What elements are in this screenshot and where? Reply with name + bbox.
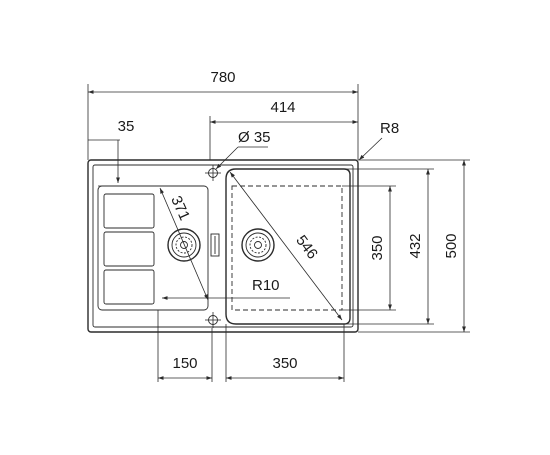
sink-inner-outline — [92, 164, 354, 328]
dim-inner-radius: R10 — [252, 277, 280, 294]
dim-total-width: 780 — [210, 69, 235, 86]
dim-bowl-depth: 350 — [369, 235, 386, 260]
sink-outline — [87, 159, 359, 333]
dim-drainer-diagonal: 371 — [167, 193, 193, 223]
dim-line-371 — [159, 187, 209, 301]
dim-hole-diameter: Ø 35 — [238, 129, 271, 146]
dim-bowl-width: 350 — [272, 355, 297, 372]
tap-hole-top — [205, 165, 221, 181]
dim-line-r8 — [358, 137, 383, 161]
bowl-waste-icon — [241, 228, 275, 262]
drainer-rib-1 — [103, 193, 155, 229]
dim-bowl-diagonal: 546 — [292, 232, 321, 262]
bowl-outline — [225, 168, 351, 325]
dim-line-hole — [215, 146, 239, 170]
overflow-connector — [210, 233, 220, 257]
dim-drainer-offset: 35 — [118, 118, 135, 135]
dim-outer-radius: R8 — [380, 120, 399, 137]
dim-line-546 — [229, 171, 343, 321]
tap-hole-bottom — [205, 312, 221, 328]
bowl-inner-dashed — [231, 185, 343, 311]
dim-inner-depth: 432 — [407, 233, 424, 258]
drainer-rib-3 — [103, 269, 155, 305]
drainer-area — [97, 185, 209, 311]
dim-drainer-width: 150 — [172, 355, 197, 372]
dim-total-depth: 500 — [443, 233, 460, 258]
dim-bowl-area-width: 414 — [270, 99, 295, 116]
drainer-rib-2 — [103, 231, 155, 267]
